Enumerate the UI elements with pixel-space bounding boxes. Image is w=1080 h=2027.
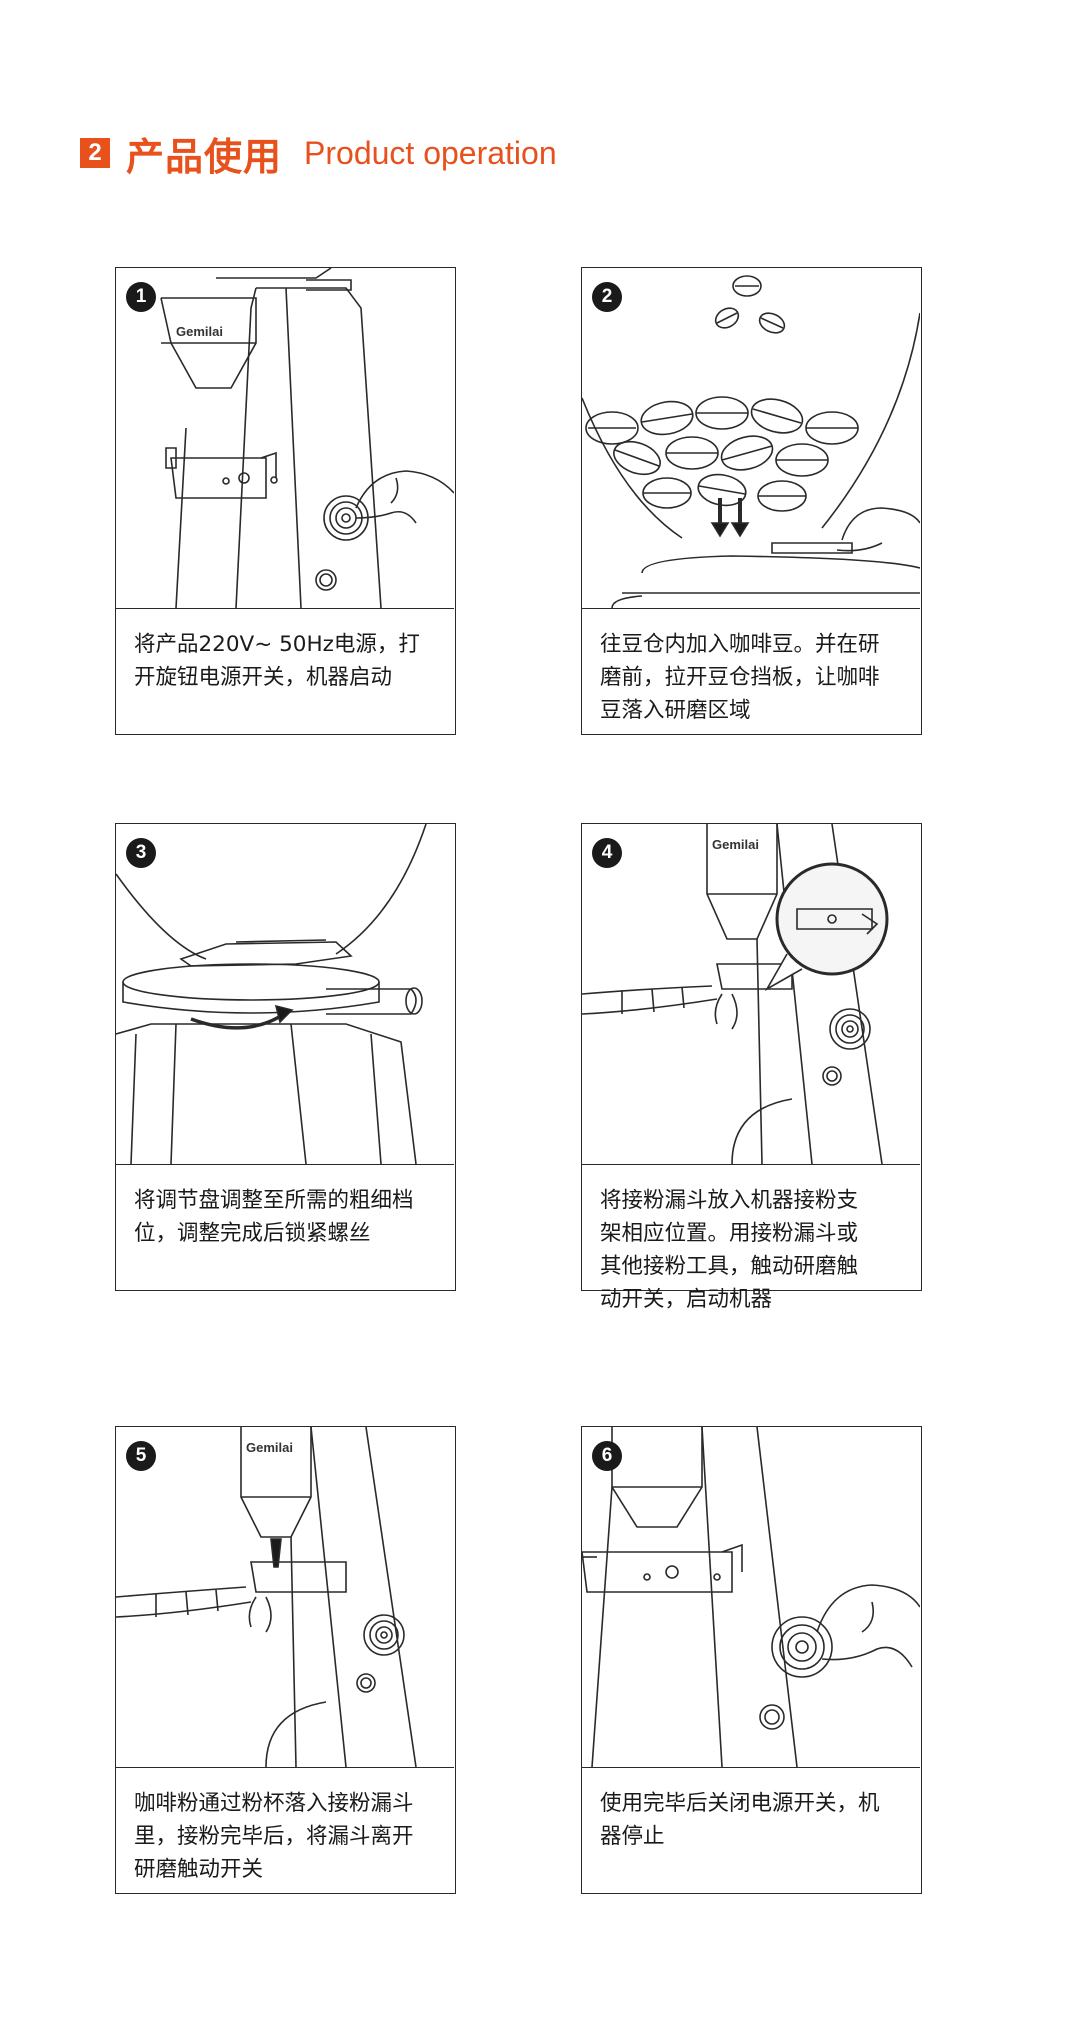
- step-number-badge: 2: [592, 282, 622, 312]
- step-4-illustration: Gemilai: [582, 824, 920, 1165]
- brand-label: Gemilai: [176, 324, 223, 339]
- step-number-badge: 5: [126, 1441, 156, 1471]
- step-card-5: Gemilai 5 咖啡粉通过粉杯落入接粉漏斗 里，接粉完毕后，将漏斗离开 研磨…: [115, 1426, 456, 1894]
- step-3-description: 将调节盘调整至所需的粗细档 位，调整完成后锁紧螺丝: [134, 1188, 414, 1246]
- brand-label: Gemilai: [712, 837, 759, 852]
- section-number-badge: 2: [80, 138, 110, 168]
- step-5-illustration: Gemilai: [116, 1427, 454, 1768]
- step-card-3: 3 将调节盘调整至所需的粗细档 位，调整完成后锁紧螺丝: [115, 823, 456, 1291]
- brand-label: Gemilai: [246, 1440, 293, 1455]
- step-4-description: 将接粉漏斗放入机器接粉支 架相应位置。用接粉漏斗或 其他接粉工具，触动研磨触 动…: [600, 1188, 859, 1312]
- step-number-badge: 3: [126, 838, 156, 868]
- section-title-cn: 产品使用: [126, 134, 283, 179]
- step-number-badge: 1: [126, 282, 156, 312]
- step-5-description: 咖啡粉通过粉杯落入接粉漏斗 里，接粉完毕后，将漏斗离开 研磨触动开关: [134, 1791, 414, 1882]
- section-title-en: Product operation: [304, 134, 557, 171]
- step-2-illustration: [582, 268, 920, 609]
- section-header: 2 产品使用 Product operation: [80, 128, 557, 179]
- step-card-4: Gemilai: [581, 823, 922, 1312]
- step-number-badge: 4: [592, 838, 622, 868]
- step-1-illustration: Gemilai: [116, 268, 454, 609]
- step-card-6: 6 使用完毕后关闭电源开关，机 器停止: [581, 1426, 922, 1894]
- step-6-illustration: [582, 1427, 920, 1768]
- step-number-badge: 6: [592, 1441, 622, 1471]
- step-2-description: 往豆仓内加入咖啡豆。并在研 磨前，拉开豆仓挡板，让咖啡 豆落入研磨区域: [600, 632, 880, 723]
- step-3-illustration: [116, 824, 454, 1165]
- step-6-description: 使用完毕后关闭电源开关，机 器停止: [600, 1791, 880, 1849]
- step-card-2: 2 往豆仓内加入咖啡豆。并在研 磨前，拉开豆仓挡板，让咖啡 豆落入研磨区域: [581, 267, 922, 735]
- step-1-description: 将产品220V~ 50Hz电源，打 开旋钮电源开关，机器启动: [134, 632, 420, 690]
- step-card-1: Gemilai 1 将产品220V~ 5: [115, 267, 456, 735]
